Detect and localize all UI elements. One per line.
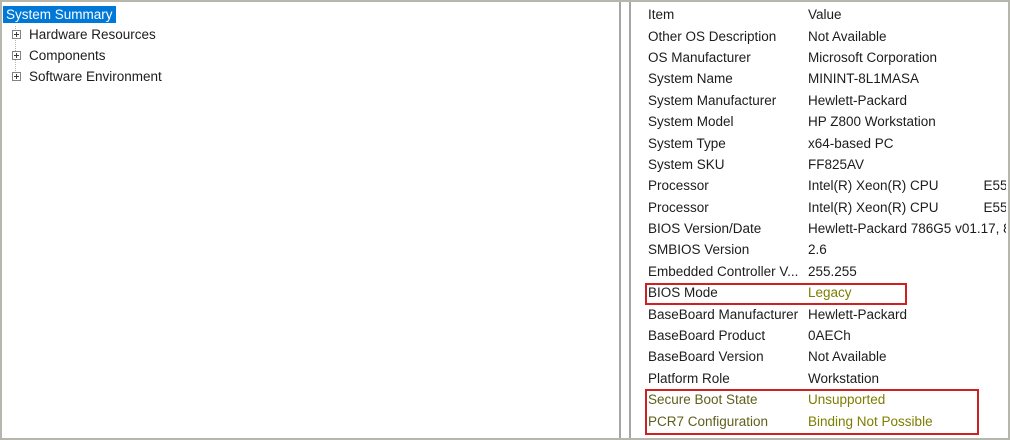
sidebar-item-components[interactable]: Components [3, 45, 619, 66]
column-header-item[interactable]: Item [648, 7, 675, 23]
value-cell: Hewlett-Packard [808, 306, 908, 322]
item-cell: Processor [648, 199, 709, 215]
sidebar-item-label: System Summary [3, 5, 116, 23]
table-row[interactable]: System SKU FF825AV [631, 154, 1006, 175]
value-cell: Hewlett-Packard 786G5 v01.17, 8/ [808, 221, 1006, 237]
table-row[interactable]: OS Manufacturer Microsoft Corporation [631, 47, 1006, 68]
table-row[interactable]: BaseBoard Manufacturer Hewlett-Packard [631, 303, 1006, 324]
value-cell: Microsoft Corporation [808, 49, 938, 65]
table-row[interactable]: BIOS Mode Legacy [631, 282, 1006, 303]
item-cell: System Name [648, 71, 733, 87]
sidebar-item-label: Software Environment [29, 68, 162, 84]
item-cell: BIOS Mode [648, 285, 718, 301]
table-row[interactable]: PCR7 Configuration Binding Not Possible [631, 410, 1006, 431]
item-cell: System SKU [648, 156, 725, 172]
sidebar-item-label: Hardware Resources [29, 27, 156, 43]
table-row[interactable]: Embedded Controller V... 255.255 [631, 261, 1006, 282]
value-cell: Not Available [808, 28, 887, 44]
table-row[interactable]: SMBIOS Version 2.6 [631, 239, 1006, 260]
item-cell: BIOS Version/Date [648, 221, 762, 237]
value-cell: Unsupported [808, 392, 886, 408]
item-cell: System Type [648, 135, 726, 151]
value-cell: Binding Not Possible [808, 413, 933, 429]
table-header-row: Item Value [631, 4, 1006, 25]
value-cell: 0AECh [808, 328, 851, 344]
value-cell: Intel(R) Xeon(R) CPU E5506 [808, 178, 1006, 194]
item-cell: System Model [648, 114, 734, 130]
value-cell: 255.255 [808, 263, 857, 279]
table-row[interactable]: Other OS Description Not Available [631, 25, 1006, 46]
sidebar-item-system-summary[interactable]: System Summary [3, 4, 619, 25]
table-row[interactable]: Processor Intel(R) Xeon(R) CPU E5506 [631, 197, 1006, 218]
expand-plus-icon[interactable] [12, 50, 21, 60]
table-row[interactable]: System Type x64-based PC [631, 132, 1006, 153]
item-cell: System Manufacturer [648, 92, 777, 108]
value-cell: Intel(R) Xeon(R) CPU E5506 [808, 199, 1006, 215]
table-row[interactable]: BIOS Version/Date Hewlett-Packard 786G5 v… [631, 218, 1006, 239]
item-cell: Secure Boot State [648, 392, 758, 408]
item-cell: BaseBoard Product [648, 328, 766, 344]
sidebar-item-label: Components [29, 47, 106, 63]
sidebar-item-software-environment[interactable]: Software Environment [3, 66, 619, 87]
item-cell: Processor [648, 178, 709, 194]
value-cell: HP Z800 Workstation [808, 114, 936, 130]
table-row[interactable]: BaseBoard Version Not Available [631, 346, 1006, 367]
value-cell: FF825AV [808, 156, 865, 172]
item-cell: SMBIOS Version [648, 242, 750, 258]
panel-divider [619, 2, 621, 438]
expand-plus-icon[interactable] [12, 71, 21, 81]
item-cell: OS Manufacturer [648, 49, 751, 65]
value-cell: x64-based PC [808, 135, 894, 151]
item-cell: Other OS Description [648, 28, 777, 44]
value-cell: 2.6 [808, 242, 827, 258]
value-cell: Not Available [808, 349, 887, 365]
table-row[interactable]: System Manufacturer Hewlett-Packard [631, 90, 1006, 111]
item-cell: Embedded Controller V... [648, 263, 799, 279]
expand-plus-icon[interactable] [12, 30, 21, 40]
value-cell: MININT-8L1MASA [808, 71, 920, 87]
details-panel-border [629, 2, 631, 438]
value-cell: Legacy [808, 285, 852, 301]
table-row[interactable]: Processor Intel(R) Xeon(R) CPU E5506 [631, 175, 1006, 196]
table-row[interactable]: Platform Role Workstation [631, 368, 1006, 389]
column-header-value[interactable]: Value [808, 7, 842, 23]
item-cell: BaseBoard Manufacturer [648, 306, 799, 322]
table-row[interactable]: BaseBoard Product 0AECh [631, 325, 1006, 346]
panel-splitter[interactable] [621, 2, 629, 438]
value-cell: Hewlett-Packard [808, 92, 908, 108]
table-row[interactable]: System Model HP Z800 Workstation [631, 111, 1006, 132]
item-cell: Platform Role [648, 370, 730, 386]
item-cell: BaseBoard Version [648, 349, 764, 365]
table-row[interactable]: System Name MININT-8L1MASA [631, 68, 1006, 89]
value-cell: Workstation [808, 370, 880, 386]
table-row[interactable]: Secure Boot State Unsupported [631, 389, 1006, 410]
item-cell: PCR7 Configuration [648, 413, 769, 429]
sidebar-item-hardware-resources[interactable]: Hardware Resources [3, 25, 619, 46]
